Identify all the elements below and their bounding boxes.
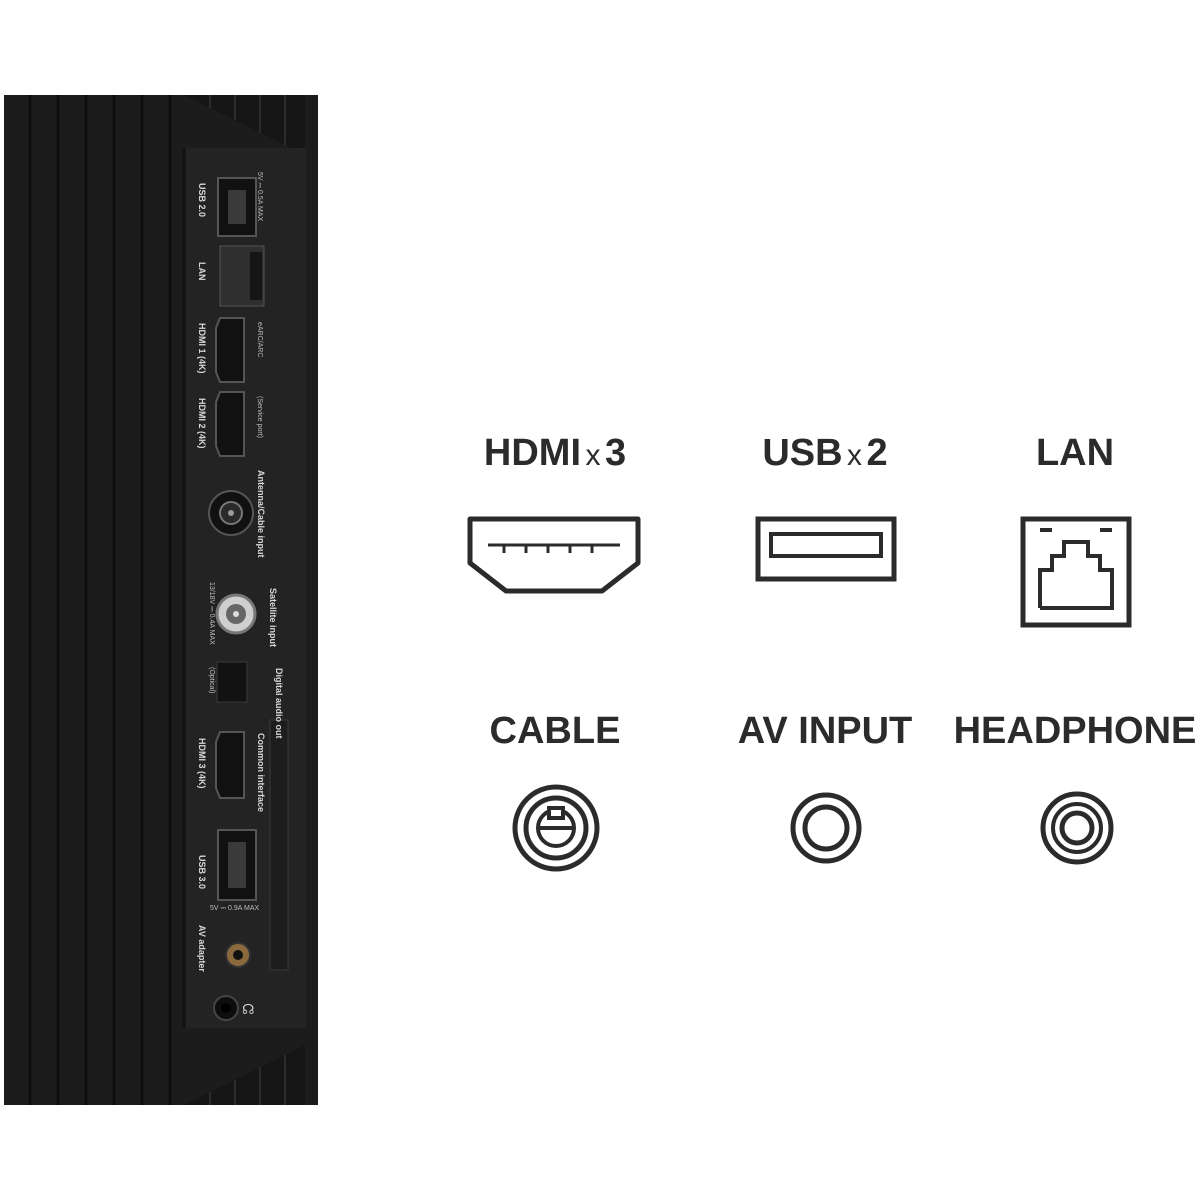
hdmi3-label: HDMI 3 (4K) bbox=[197, 738, 207, 789]
hdmi2-note-label: (Service port) bbox=[256, 396, 263, 438]
usb3-spec-label: 5V ⎓ 0.9A MAX bbox=[210, 905, 259, 912]
usb-multiplier: x bbox=[847, 439, 863, 472]
common-interface-label: Common interface bbox=[256, 733, 266, 812]
hdmi-multiplier: x bbox=[585, 439, 601, 472]
headphone-icon bbox=[1040, 791, 1114, 865]
cable-icon bbox=[512, 784, 600, 872]
av-input-icon bbox=[790, 792, 862, 864]
svg-text:☊: ☊ bbox=[242, 1002, 254, 1018]
usb-count: 2 bbox=[866, 432, 888, 474]
headphone-name: HEADPHONE bbox=[953, 710, 1197, 752]
optical-label: (Optical) bbox=[208, 667, 215, 693]
hdmi2-port bbox=[215, 391, 245, 457]
bottom-wedge bbox=[184, 1045, 305, 1105]
hdmi-name: HDMI bbox=[483, 432, 582, 474]
lan-label: LAN bbox=[197, 262, 207, 281]
usb2-label: USB 2.0 bbox=[197, 183, 207, 217]
digital-audio-label: Digital audio out bbox=[274, 668, 284, 739]
hdmi2-label: HDMI 2 (4K) bbox=[197, 398, 207, 449]
cable-name: CABLE bbox=[489, 710, 621, 752]
hdmi1-note-label: eARC/ARC bbox=[256, 322, 263, 357]
av-input-feature-label: AV INPUT bbox=[720, 710, 930, 753]
lan-icon bbox=[1020, 516, 1132, 628]
common-interface-slot bbox=[269, 719, 289, 971]
usb-name: USB bbox=[762, 432, 843, 474]
antenna-label: Antenna/Cable input bbox=[256, 470, 266, 558]
hdmi-icon bbox=[467, 516, 641, 594]
hdmi1-label: HDMI 1 (4K) bbox=[197, 323, 207, 374]
usb-feature-label: USB x 2 bbox=[735, 432, 915, 475]
tv-ribs bbox=[28, 95, 172, 1105]
av-input-name: AV INPUT bbox=[737, 710, 913, 752]
optical-port bbox=[216, 661, 248, 703]
usb2-spec-label: 5V ⎓ 0.5A MAX bbox=[256, 172, 263, 221]
top-wedge bbox=[184, 95, 305, 155]
hdmi-count: 3 bbox=[604, 432, 627, 474]
lan-feature-label: LAN bbox=[1000, 432, 1150, 475]
satellite-spec-label: 13/18V ⎓ 0.4A MAX bbox=[208, 582, 215, 645]
usb-icon bbox=[755, 516, 897, 582]
lan-name: LAN bbox=[1035, 432, 1115, 474]
headphone-feature-label: HEADPHONE bbox=[950, 710, 1200, 753]
satellite-label: Satellite input bbox=[268, 588, 278, 647]
usb3-label: USB 3.0 bbox=[197, 855, 207, 889]
av-adapter-label: AV adapter bbox=[197, 925, 207, 972]
cable-feature-label: CABLE bbox=[465, 710, 645, 753]
hdmi-feature-label: HDMI x 3 bbox=[460, 432, 650, 475]
hdmi1-port bbox=[215, 317, 245, 383]
hdmi3-port bbox=[215, 731, 245, 799]
